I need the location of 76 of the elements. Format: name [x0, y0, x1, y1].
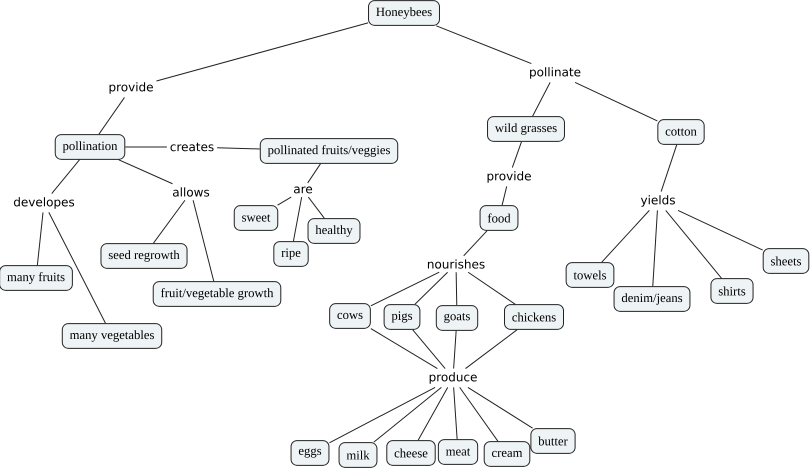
linking-phrase: are: [294, 186, 312, 194]
concept-box: pollination: [54, 134, 126, 160]
connector-line: [660, 144, 678, 192]
connector-line: [152, 200, 186, 244]
connector-line: [292, 196, 302, 242]
linking-phrase: nourishes: [428, 259, 485, 269]
concept-box: shirts: [710, 278, 754, 304]
linking-phrase: provide: [110, 82, 153, 94]
connector-line: [453, 386, 458, 440]
linking-phrase: developes: [14, 197, 74, 209]
concept-box: cows: [329, 303, 371, 329]
connector-line: [436, 25, 532, 64]
connector-line: [51, 159, 80, 194]
concept-box: many fruits: [0, 265, 73, 291]
concept-box: seed regrowth: [100, 243, 188, 269]
linking-phrase: yields: [640, 195, 675, 207]
connector-line: [665, 210, 722, 279]
concept-box: Honeybees: [368, 0, 440, 26]
concept-box: towels: [566, 262, 614, 288]
concept-box: healthy: [308, 218, 360, 244]
connector-line: [370, 328, 438, 370]
connector-line: [328, 386, 436, 444]
concept-box: eggs: [290, 440, 330, 466]
connector-line: [465, 329, 518, 370]
connector-line: [467, 386, 534, 429]
concept-box: ripe: [273, 241, 309, 267]
connector-line: [98, 96, 125, 135]
connector-line: [532, 82, 551, 117]
connector-line: [124, 146, 168, 148]
connector-line: [453, 330, 457, 370]
linking-phrase: provide: [488, 171, 531, 183]
concept-box: denim/jeans: [614, 286, 690, 312]
concept-box: cream: [484, 441, 530, 467]
connector-line: [418, 386, 448, 441]
linking-phrase: allows: [173, 187, 210, 197]
connector-line: [118, 159, 174, 184]
connector-line: [412, 329, 446, 370]
linking-phrase: produce: [430, 372, 477, 384]
concept-box: sweet: [234, 205, 278, 231]
concept-box: cheese: [386, 440, 436, 466]
connector-line: [48, 212, 106, 324]
connector-line: [459, 386, 498, 442]
linking-phrase: pollinate: [530, 67, 580, 79]
connector-line: [678, 210, 764, 251]
connector-line: [574, 82, 658, 122]
connector-line: [373, 386, 442, 443]
connector-line: [468, 272, 516, 305]
connector-line: [414, 272, 448, 305]
concept-box: many vegetables: [62, 323, 162, 349]
connector-line: [277, 196, 292, 206]
connector-line: [601, 210, 650, 263]
connector-line: [192, 200, 214, 282]
concept-box: cotton: [657, 119, 705, 145]
concept-box: fruit/vegetable growth: [152, 281, 282, 307]
concept-box: milk: [338, 442, 378, 468]
connector-line: [502, 186, 508, 206]
connector-line: [156, 22, 369, 82]
concept-box: sheets: [762, 248, 810, 274]
connector-line: [463, 230, 488, 256]
concept-box: butter: [530, 428, 576, 454]
concept-box: food: [480, 205, 518, 231]
connector-line: [307, 163, 321, 184]
concept-box: pigs: [384, 304, 420, 330]
concept-box: meat: [438, 439, 478, 465]
connector-line: [216, 147, 260, 150]
concept-box: chickens: [504, 304, 564, 330]
concept-box: pollinated fruits/veggies: [260, 138, 398, 164]
connector-line: [652, 210, 658, 287]
connector-line: [512, 141, 522, 168]
linking-phrase: creates: [170, 142, 214, 152]
connector-line: [36, 212, 44, 266]
connector-line: [370, 272, 440, 306]
concept-box: goats: [436, 305, 478, 331]
connector-line: [456, 272, 458, 306]
concept-box: wild grasses: [487, 116, 565, 142]
connector-line: [308, 196, 325, 219]
